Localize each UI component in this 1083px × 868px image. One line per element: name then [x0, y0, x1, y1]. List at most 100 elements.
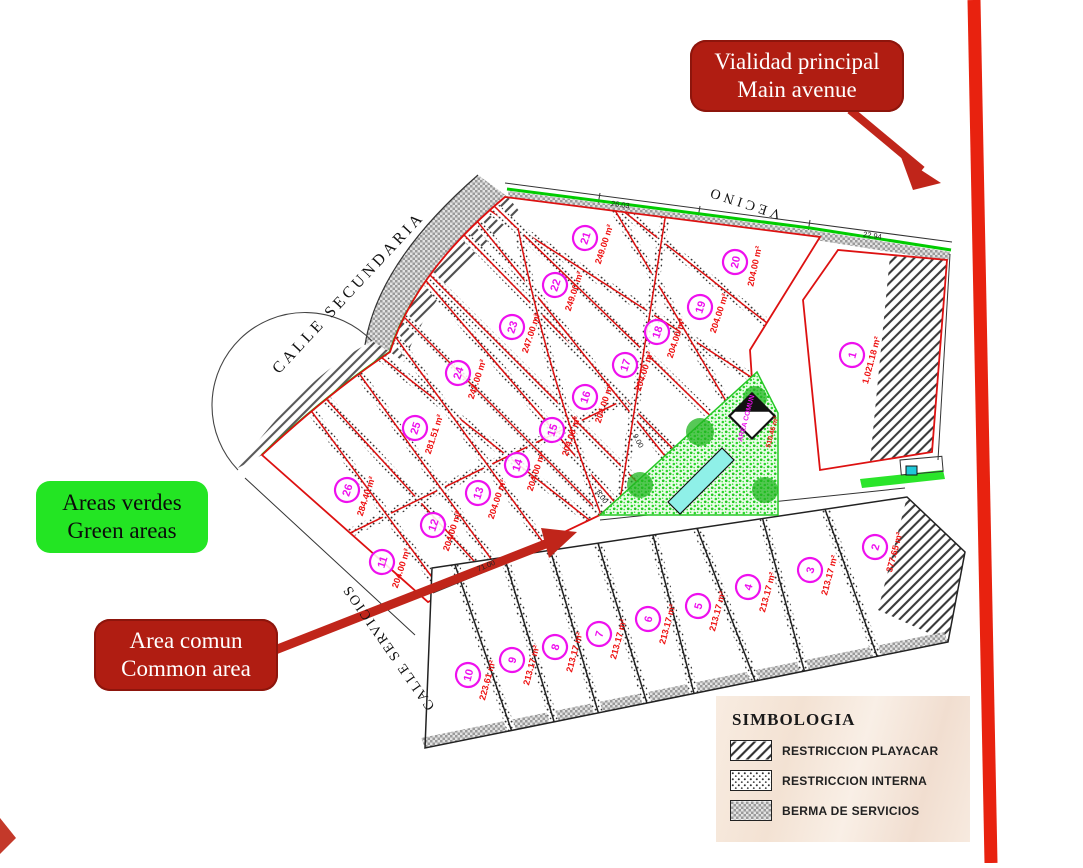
upper-spine-divider — [513, 227, 605, 514]
entrance-green-strip — [860, 470, 945, 488]
lot-number: 22 — [548, 278, 563, 293]
lot-number-circle — [454, 661, 482, 689]
legend-row-interna: RESTRICCION INTERNA — [730, 770, 956, 791]
lot-number-circle — [684, 592, 712, 620]
lot-number: 6 — [642, 615, 655, 624]
corner-red-mark — [0, 818, 16, 854]
dimension-line-top — [504, 182, 953, 243]
lot-number-circle — [611, 351, 639, 379]
lot-number: 26 — [340, 483, 355, 498]
tree — [752, 477, 778, 503]
road-outer-edge — [364, 174, 479, 346]
lot-number-circle — [419, 511, 447, 539]
gate-marker — [905, 465, 918, 476]
lot-number: 8 — [549, 643, 562, 652]
lot-number-circle — [498, 313, 526, 341]
lot-number: 1 — [846, 351, 859, 360]
legend-row-berma: BERMA DE SERVICIOS — [730, 800, 956, 821]
lot-number: 4 — [742, 582, 755, 592]
green-boundary-line-top — [506, 187, 952, 252]
legend-label-interna: RESTRICCION INTERNA — [782, 773, 928, 788]
lower-block-outline — [424, 496, 966, 749]
dimension-line-east — [937, 253, 951, 461]
lot-number-circle — [686, 293, 714, 321]
lot-number-circle — [368, 548, 396, 576]
lot-1-outline — [802, 249, 948, 472]
callout-common-area-line2: Common area — [121, 656, 251, 682]
common-area-arrowhead — [541, 528, 577, 558]
road-berm-band — [365, 175, 508, 352]
lot-divider-line — [451, 497, 616, 748]
lot-number: 13 — [471, 486, 486, 501]
dimension-label: 22.94 — [862, 230, 882, 242]
lot-number: 3 — [804, 566, 817, 575]
main-avenue-arrowhead — [901, 157, 941, 190]
lot-number-circle — [541, 633, 569, 661]
culdesac-hatch-ring — [238, 341, 390, 468]
gate-structure — [899, 455, 944, 476]
legend-label-playacar: RESTRICCION PLAYACAR — [782, 743, 939, 758]
lot-1-parcel — [802, 249, 951, 472]
legend-row-playacar: RESTRICCION PLAYACAR — [730, 740, 956, 761]
lot-number: 25 — [408, 421, 423, 436]
lot-number: 21 — [578, 231, 593, 246]
lot-number: 23 — [505, 320, 520, 335]
lot-number-circle — [585, 620, 613, 648]
lot-number-circle — [734, 573, 762, 601]
lot-divider-line — [615, 197, 705, 527]
lot-number-circle — [541, 271, 569, 299]
callout-main-avenue: Vialidad principal Main avenue — [690, 40, 904, 113]
lot-number: 24 — [451, 365, 466, 381]
lot-divider-line — [496, 197, 820, 457]
upper-block-outline — [260, 196, 822, 604]
lot-number-circle — [643, 318, 671, 346]
lot-number-circle — [634, 605, 662, 633]
playacar-band-lot2 — [878, 497, 965, 642]
lot-number-circle — [444, 359, 472, 387]
playacar-band-lot1 — [870, 256, 947, 462]
callout-green-areas-line2: Green areas — [67, 518, 177, 544]
lot-number: 20 — [729, 255, 743, 269]
culdesac-outer-arc — [211, 312, 373, 471]
lot-divider-line — [622, 497, 824, 748]
lot-number-circle — [464, 479, 492, 507]
main-avenue-arrow-shaft — [847, 106, 925, 174]
lot-number: 15 — [545, 423, 560, 438]
lot-number: 12 — [426, 518, 441, 533]
lot-number-circle — [333, 476, 361, 504]
lower-block-fill — [425, 497, 965, 748]
lot-number: 17 — [618, 358, 633, 373]
callout-main-avenue-line1: Vialidad principal — [714, 49, 880, 74]
main-avenue-line — [967, 0, 998, 864]
callout-main-avenue-line2: Main avenue — [737, 77, 857, 103]
lot-number-circle — [796, 556, 824, 584]
callout-green-areas: Areas verdes Green areas — [36, 481, 208, 554]
lot-number: 2 — [869, 543, 882, 552]
lot-divider-line — [496, 497, 658, 748]
legend-label-berma: BERMA DE SERVICIOS — [782, 803, 920, 818]
dimension-label: 26.03 — [610, 199, 630, 211]
lot-divider-line — [425, 497, 582, 748]
tree — [686, 418, 714, 446]
callout-common-area-line1: Area comun — [129, 628, 243, 653]
lot-number-circle — [401, 414, 429, 442]
lot-number-circle — [498, 646, 526, 674]
lot-number: 5 — [692, 602, 705, 611]
upper-block-fill — [262, 197, 820, 602]
callout-common-area: Area comun Common area — [94, 619, 278, 692]
lot-number: 18 — [650, 325, 665, 340]
lower-block — [421, 496, 966, 749]
callout-green-areas-line1: Areas verdes — [62, 490, 182, 515]
lot-number-circle — [571, 224, 599, 252]
lot-divider-line — [333, 197, 807, 413]
lot-number: 16 — [578, 390, 593, 405]
lot-number: 19 — [693, 300, 708, 315]
entrance-area — [860, 455, 945, 488]
lower-lot-dividers — [425, 497, 941, 748]
dotted-swatch-icon — [730, 770, 772, 791]
common-green-area: AREA COMUN 510.46 m² — [598, 370, 780, 516]
